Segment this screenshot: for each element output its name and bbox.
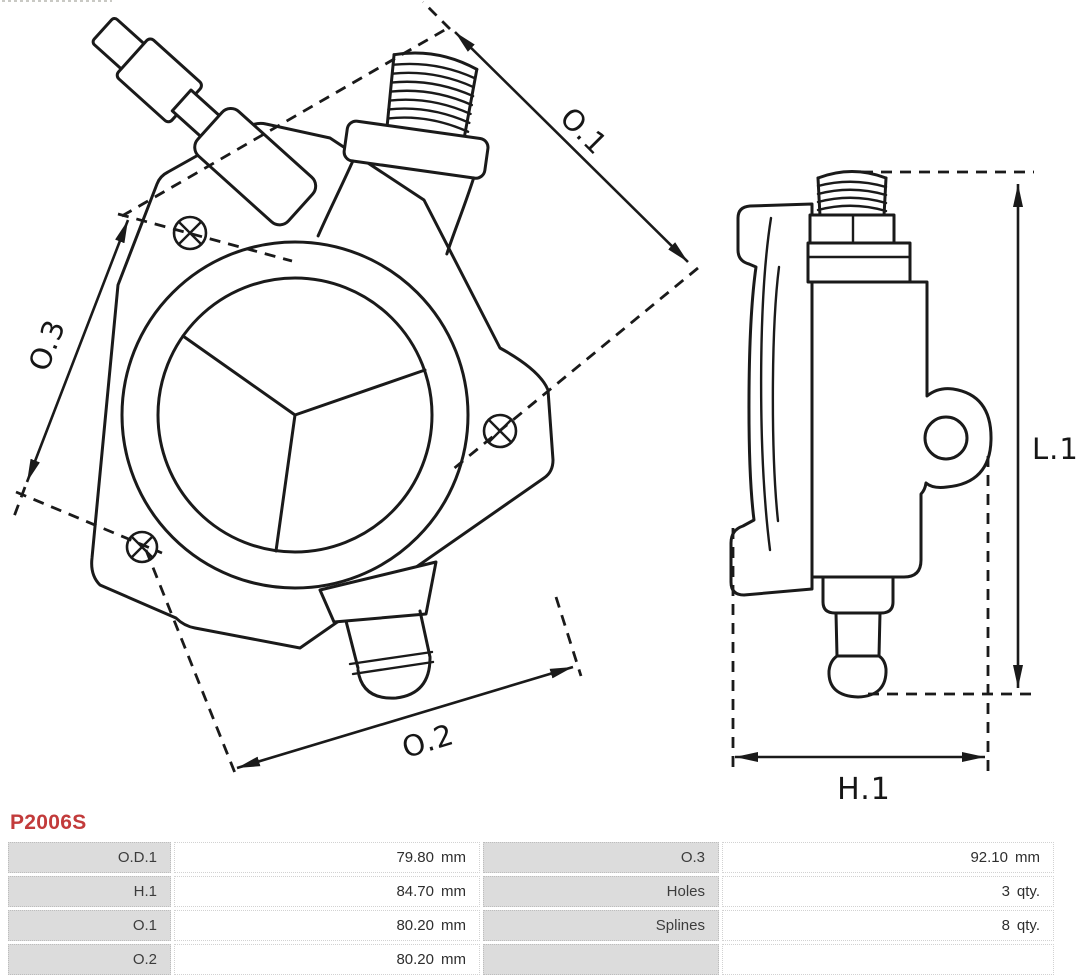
connector-key	[91, 17, 318, 227]
front-view: O.1 O.3 O.2	[10, 1, 699, 779]
side-flange	[729, 202, 814, 597]
spec-label-cell	[483, 944, 719, 975]
spec-unit: qty.	[1016, 883, 1040, 900]
spec-value-cell: 8 qty.	[722, 910, 1054, 941]
side-nipple	[821, 575, 895, 615]
side-nipple-shaft	[834, 611, 882, 658]
side-view: L.1 H.1	[729, 170, 1076, 807]
spec-value-cell: 79.80 mm	[174, 842, 480, 873]
bolt-hole-bottom-left	[125, 530, 159, 564]
side-threaded-stud	[816, 170, 888, 218]
spec-value-cell	[722, 944, 1054, 975]
spec-label-cell: H.1	[8, 876, 171, 907]
technical-drawing: O.1 O.3 O.2	[2, 0, 1076, 807]
dimension-o3-label: O.3	[22, 314, 72, 375]
side-flange-inner-line	[771, 265, 781, 523]
side-washer	[806, 241, 912, 284]
spec-unit: mm	[1015, 849, 1040, 866]
spec-value-cell: 80.20 mm	[174, 910, 480, 941]
spec-value: 8	[1001, 917, 1010, 934]
side-flange-inner-line	[759, 216, 773, 552]
spec-unit: mm	[441, 849, 466, 866]
dimension-o2-label: O.2	[398, 717, 458, 765]
spec-value-cell: 84.70 mm	[174, 876, 480, 907]
spec-value: 80.20	[396, 951, 434, 968]
spec-label-cell: O.1	[8, 910, 171, 941]
rotor-divider-lines	[181, 334, 427, 553]
side-tab-hole	[923, 415, 969, 461]
spec-unit: mm	[441, 883, 466, 900]
spec-value: 80.20	[396, 917, 434, 934]
side-nipple-dome	[827, 654, 888, 699]
part-number: P2006S	[10, 811, 87, 834]
dimension-o2-line	[236, 665, 574, 770]
spec-unit: mm	[441, 951, 466, 968]
spec-label-cell: Splines	[483, 910, 719, 941]
spec-value: 84.70	[396, 883, 434, 900]
spec-label-cell: O.3	[483, 842, 719, 873]
spec-unit: mm	[441, 917, 466, 934]
spec-value: 79.80	[396, 849, 434, 866]
spec-label-cell: O.D.1	[8, 842, 171, 873]
spec-value-cell: 92.10 mm	[722, 842, 1054, 873]
dimension-o1-label: O.1	[553, 100, 614, 161]
spec-value: 92.10	[970, 849, 1008, 866]
spec-value-cell: 80.20 mm	[174, 944, 480, 975]
spec-label-cell: Holes	[483, 876, 719, 907]
dimension-l1-label: L.1	[1032, 432, 1076, 466]
spec-unit: qty.	[1016, 917, 1040, 934]
side-body	[810, 280, 993, 579]
dimension-h1-label: H.1	[837, 772, 891, 807]
spec-label-cell: O.2	[8, 944, 171, 975]
spec-value: 3	[1001, 883, 1010, 900]
dimension-o1-line	[454, 31, 689, 263]
body-inner-circle	[156, 276, 434, 554]
spec-value-cell: 3 qty.	[722, 876, 1054, 907]
bolt-hole-top-left	[172, 215, 208, 251]
spec-table: O.D.1 79.80 mm O.3 92.10 mm H.1 84.70 mm Ho…	[8, 842, 1054, 975]
hose-fitting	[318, 560, 438, 700]
centerlines	[10, 1, 699, 779]
dimension-o3-line	[25, 219, 130, 483]
